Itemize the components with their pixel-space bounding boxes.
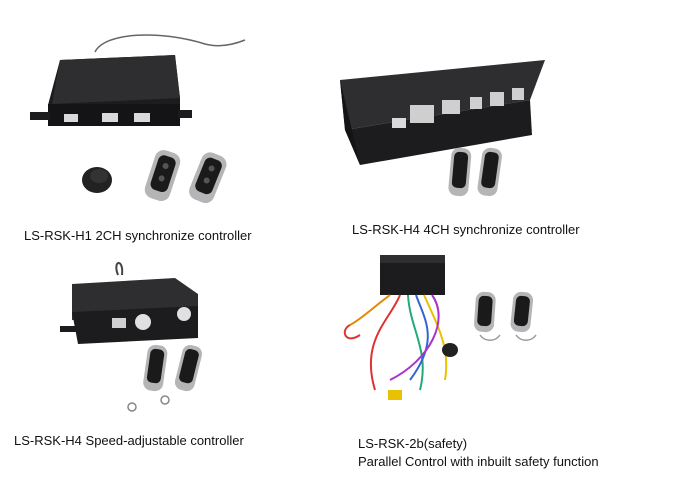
product-h4-speed: LS-RSK-H4 Speed-adjustable controller [0, 250, 330, 481]
controller-box-image [30, 34, 246, 204]
product-caption: LS-RSK-H4 Speed-adjustable controller [14, 433, 244, 448]
product-h1-2ch: LS-RSK-H1 2CH synchronize controller [0, 0, 330, 250]
product-caption-model: LS-RSK-2b(safety) [358, 436, 468, 451]
controller-box-image [340, 60, 545, 197]
controller-box-image [343, 255, 537, 400]
product-2b-safety: LS-RSK-2b(safety) Parallel Control with … [330, 250, 683, 481]
product-caption: LS-RSK-H4 4CH synchronize controller [352, 222, 580, 237]
controller-box-image [60, 262, 203, 412]
product-caption-description: Parallel Control with inbuilt safety fun… [358, 454, 599, 469]
product-caption: LS-RSK-H1 2CH synchronize controller [24, 228, 252, 243]
product-h4-4ch: LS-RSK-H4 4CH synchronize controller [330, 0, 683, 250]
